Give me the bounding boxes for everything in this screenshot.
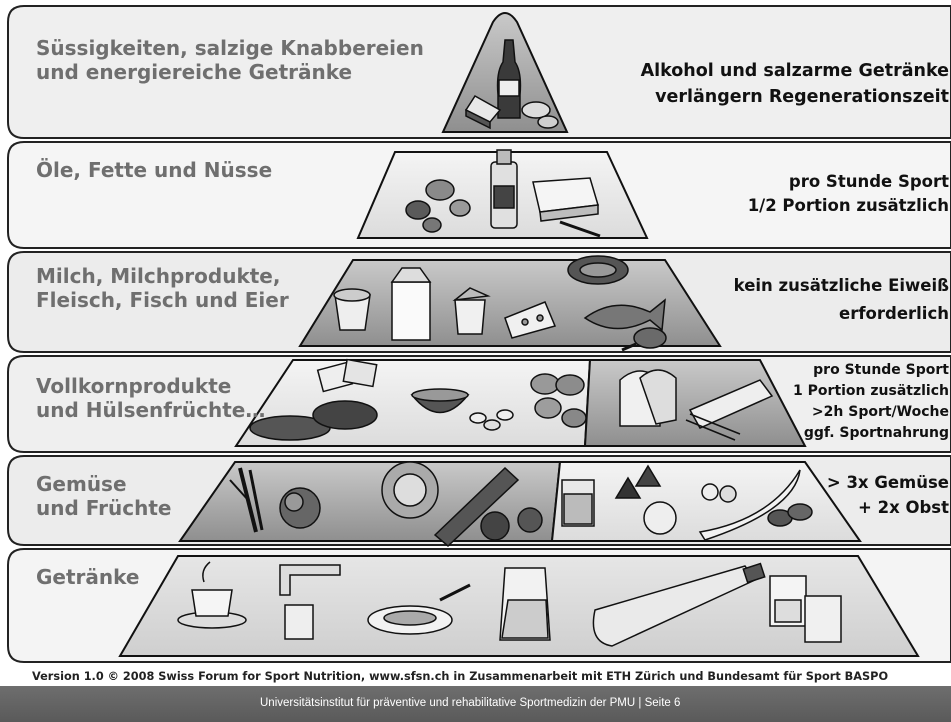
note-vegetables: > 3x Gemüse + 2x Obst (827, 470, 949, 520)
note-protein: kein zusätzliche Eiweiß erforderlich (734, 272, 949, 328)
oil-bottle-icon (491, 150, 517, 228)
sliced-bread-icon (620, 370, 676, 426)
note-alcohol: Alkohol und salzarme Getränke verlängern… (641, 58, 949, 110)
milk-carton-icon (392, 268, 430, 340)
note-oils: pro Stunde Sport 1/2 Portion zusätzlich (748, 170, 949, 218)
footer-text: Universitätsinstitut für präventive und … (260, 697, 680, 709)
lettuce-icon (382, 462, 438, 518)
tier-5-right (552, 462, 860, 541)
apple-icon (644, 502, 676, 534)
band-label-grains: Vollkornprodukte und Hülsenfrüchte… (36, 374, 265, 422)
juice-glass-icon (562, 480, 594, 526)
jug-icon (500, 568, 550, 640)
band-label-vegetables: Gemüse und Früchte (36, 472, 171, 520)
band-label-sweets: Süssigkeiten, salzige Knabbereien und en… (36, 36, 424, 84)
note-grains: pro Stunde Sport 1 Portion zusätzlich >2… (793, 360, 949, 444)
band-label-protein: Milch, Milchprodukte, Fleisch, Fisch und… (36, 264, 289, 312)
steak-icon (568, 256, 628, 284)
yogurt-icon (334, 289, 370, 330)
band-label-drinks: Getränke (36, 565, 139, 589)
band-label-oils: Öle, Fette und Nüsse (36, 158, 272, 182)
cauliflower-icon (280, 488, 320, 528)
version-credit: Version 1.0 © 2008 Swiss Forum for Sport… (32, 670, 888, 683)
